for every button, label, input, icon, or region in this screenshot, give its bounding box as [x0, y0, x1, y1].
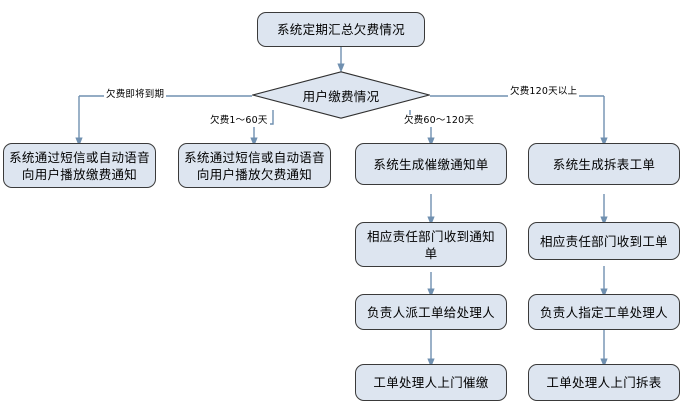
node-manager-designates-handler[interactable]: 负责人指定工单处理人 — [528, 294, 680, 330]
start-node-label: 系统定期汇总欠费情况 — [276, 22, 405, 37]
node-generate-dunning-notice-label: 系统生成催缴通知单 — [373, 156, 489, 172]
node-dept-receives-order-label: 相应责任部门收到工单 — [539, 233, 668, 249]
node-dept-receives-notice-label: 相应责任部门收到通知单 — [366, 228, 495, 261]
node-sms-payment-notice[interactable]: 系统通过短信或自动语音向用户播放缴费通知 — [3, 143, 156, 188]
edge-label-60-120-days: 欠费60～120天 — [402, 115, 477, 127]
edge-label-1-60-days: 欠费1～60天 — [208, 115, 270, 127]
start-node[interactable]: 系统定期汇总欠费情况 — [257, 12, 425, 47]
node-manager-designates-handler-label: 负责人指定工单处理人 — [539, 304, 668, 320]
node-handler-visits-dunning-label: 工单处理人上门催缴 — [373, 375, 489, 390]
node-sms-payment-notice-label: 系统通过短信或自动语音向用户播放缴费通知 — [9, 149, 150, 182]
node-sms-arrears-notice-label: 系统通过短信或自动语音向用户播放欠费通知 — [184, 149, 325, 182]
decision-shape — [252, 71, 430, 119]
node-handler-visits-removal-label: 工单处理人上门拆表 — [546, 375, 662, 390]
edge-label-over-120-days: 欠费120天以上 — [508, 86, 580, 98]
node-manager-assigns-order-label: 负责人派工单给处理人 — [366, 304, 495, 320]
node-generate-meter-removal-order[interactable]: 系统生成拆表工单 — [528, 143, 680, 185]
node-sms-arrears-notice[interactable]: 系统通过短信或自动语音向用户播放欠费通知 — [178, 143, 331, 188]
node-dept-receives-notice[interactable]: 相应责任部门收到通知单 — [355, 222, 507, 267]
edge-label-about-to-expire: 欠费即将到期 — [104, 89, 167, 101]
node-handler-visits-removal[interactable]: 工单处理人上门拆表 — [528, 364, 680, 401]
node-dept-receives-order[interactable]: 相应责任部门收到工单 — [528, 222, 680, 260]
node-manager-assigns-order[interactable]: 负责人派工单给处理人 — [355, 294, 507, 330]
decision-node[interactable]: 用户缴费情况 — [252, 71, 430, 119]
node-handler-visits-dunning[interactable]: 工单处理人上门催缴 — [355, 364, 507, 401]
node-generate-dunning-notice[interactable]: 系统生成催缴通知单 — [355, 143, 507, 185]
node-generate-meter-removal-order-label: 系统生成拆表工单 — [552, 156, 656, 172]
decision-node-label: 用户缴费情况 — [302, 88, 380, 104]
